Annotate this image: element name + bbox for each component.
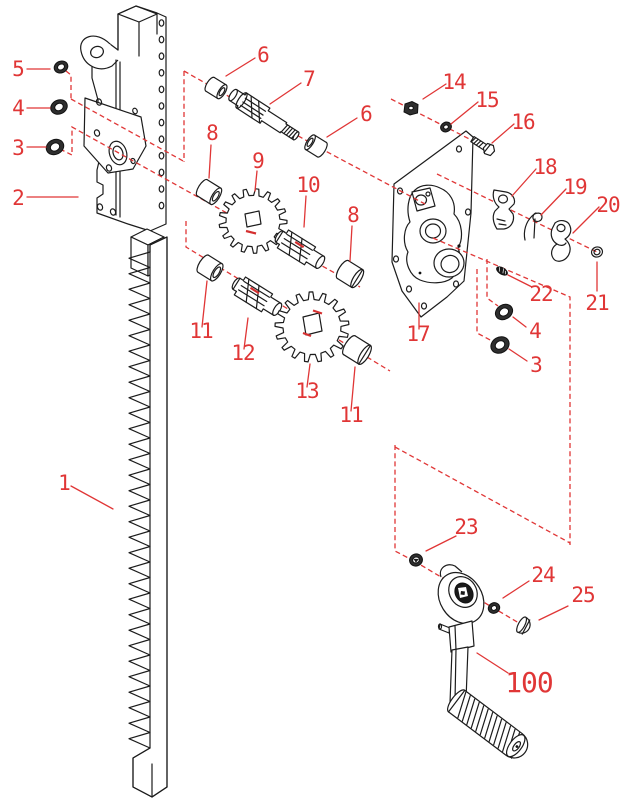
part-ring-3b: [490, 336, 510, 354]
callout-8a: 8: [206, 121, 218, 145]
callout-10: 10: [296, 173, 320, 197]
cover-screw-holes: [392, 145, 472, 310]
callout-9: 9: [252, 149, 264, 173]
callout-2: 2: [12, 186, 24, 210]
callout-1: 1: [58, 471, 70, 495]
part-ring-4: [50, 99, 68, 115]
part-cover-plate: [391, 130, 474, 318]
part-bushing-11b: [342, 335, 372, 365]
callout-12: 12: [231, 341, 254, 365]
callout-19: 19: [563, 175, 587, 199]
part-spring-pin-22: [496, 266, 508, 276]
part-pinion-12: [231, 276, 283, 316]
callout-6a: 6: [257, 43, 269, 67]
callout-4b: 4: [529, 319, 541, 343]
part-gear-13: [274, 291, 350, 363]
callout-7: 7: [303, 67, 315, 91]
callout-17: 17: [406, 322, 430, 346]
callout-21: 21: [585, 291, 609, 315]
part-ring-5: [53, 60, 69, 74]
part-snap-ring-21: [590, 246, 604, 258]
part-hex-nut-14: [403, 100, 419, 116]
callout-15: 15: [475, 88, 498, 112]
part-housing-bracket: [80, 5, 167, 277]
callout-25: 25: [571, 583, 594, 607]
part-pawl-18: [492, 189, 516, 230]
part-ring-4b: [494, 303, 514, 321]
callout-11a: 11: [189, 319, 213, 343]
callout-22: 22: [529, 282, 552, 306]
part-bolt-16: [470, 135, 496, 157]
callout-labels: 5 4 3 2 6 7 6 8 9 10 8 1 11 12 13 11 17 …: [12, 43, 621, 699]
callout-24: 24: [531, 563, 555, 587]
part-bushing-6b: [304, 134, 328, 158]
part-bushing-6a: [204, 76, 228, 100]
callout-13: 13: [295, 379, 319, 403]
part-pinion-10: [274, 229, 326, 269]
callout-3b: 3: [530, 353, 542, 377]
part-bushing-8b: [335, 259, 365, 289]
part-cam-lever-20: [550, 220, 572, 262]
callout-20: 20: [596, 193, 620, 217]
part-ring-3: [45, 138, 65, 156]
part-rack-bar: [128, 236, 168, 798]
callout-14: 14: [442, 70, 466, 94]
callout-6b: 6: [360, 102, 372, 126]
callout-100: 100: [505, 666, 553, 699]
part-washer-15: [440, 121, 452, 133]
part-drive-shaft-7: [228, 88, 300, 141]
housing-plate-holes: [93, 98, 138, 216]
part-bushing-8a: [195, 178, 223, 206]
part-gear-9: [218, 188, 288, 254]
part-bushing-11a: [196, 254, 224, 282]
callout-16: 16: [511, 110, 535, 134]
part-spring-19: [523, 212, 543, 241]
part-cap-nut-25: [516, 616, 531, 635]
part-keyed-washer-23: [409, 553, 423, 567]
callout-3: 3: [12, 136, 24, 160]
callout-8b: 8: [347, 203, 359, 227]
housing-hole-column: [158, 19, 165, 210]
callout-18: 18: [533, 155, 557, 179]
callout-23: 23: [454, 515, 478, 539]
leader-lines: [26, 57, 600, 674]
callout-11b: 11: [339, 403, 363, 427]
callout-5: 5: [12, 57, 24, 81]
part-washer-24: [487, 602, 501, 614]
callout-4: 4: [12, 96, 24, 120]
part-crank-handle-100: [437, 564, 529, 759]
